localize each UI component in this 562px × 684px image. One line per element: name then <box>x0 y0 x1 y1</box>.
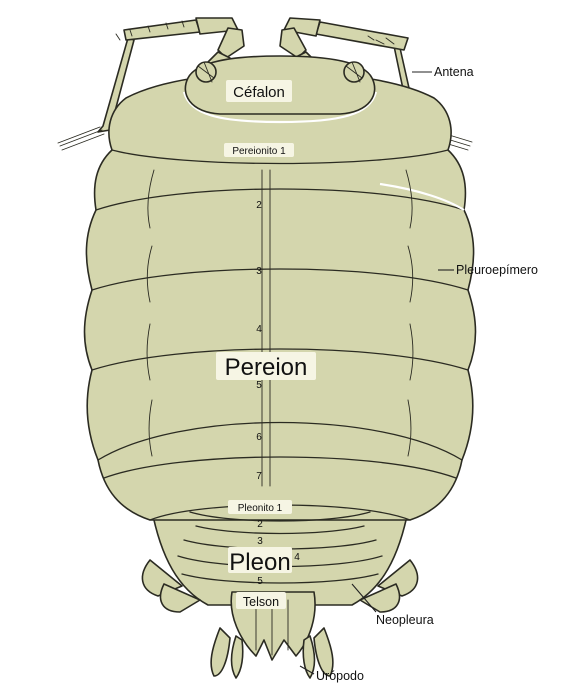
pleonito-label: Pleonito 1 <box>238 503 283 514</box>
pereionito-label: Pereionito 1 <box>232 146 286 157</box>
pleon-label: Pleon <box>229 549 290 576</box>
telson-label: Telson <box>243 595 279 609</box>
pereion-segment-number: 5 <box>256 380 262 391</box>
pleuroepimero-label: Pleuroepímero <box>456 263 538 277</box>
cefalon-label: Céfalon <box>233 84 285 101</box>
pereion-segment-number: 4 <box>256 324 262 335</box>
pleon-segment-number: 5 <box>257 576 263 587</box>
antena-label: Antena <box>434 65 474 79</box>
pleon-segment-number: 2 <box>257 519 263 530</box>
pereion-segment-number: 7 <box>256 471 262 482</box>
pereion-label: Pereion <box>225 354 308 381</box>
pleon-segment-number: 4 <box>294 552 300 563</box>
pereion-segment-number: 6 <box>256 432 262 443</box>
pereion-segment-number: 2 <box>256 200 262 211</box>
neopleura-label: Neopleura <box>376 613 434 627</box>
pleon-segment-number: 3 <box>257 536 263 547</box>
pereion-segment-number: 3 <box>256 266 262 277</box>
uropodo-label: Urópodo <box>316 669 364 683</box>
